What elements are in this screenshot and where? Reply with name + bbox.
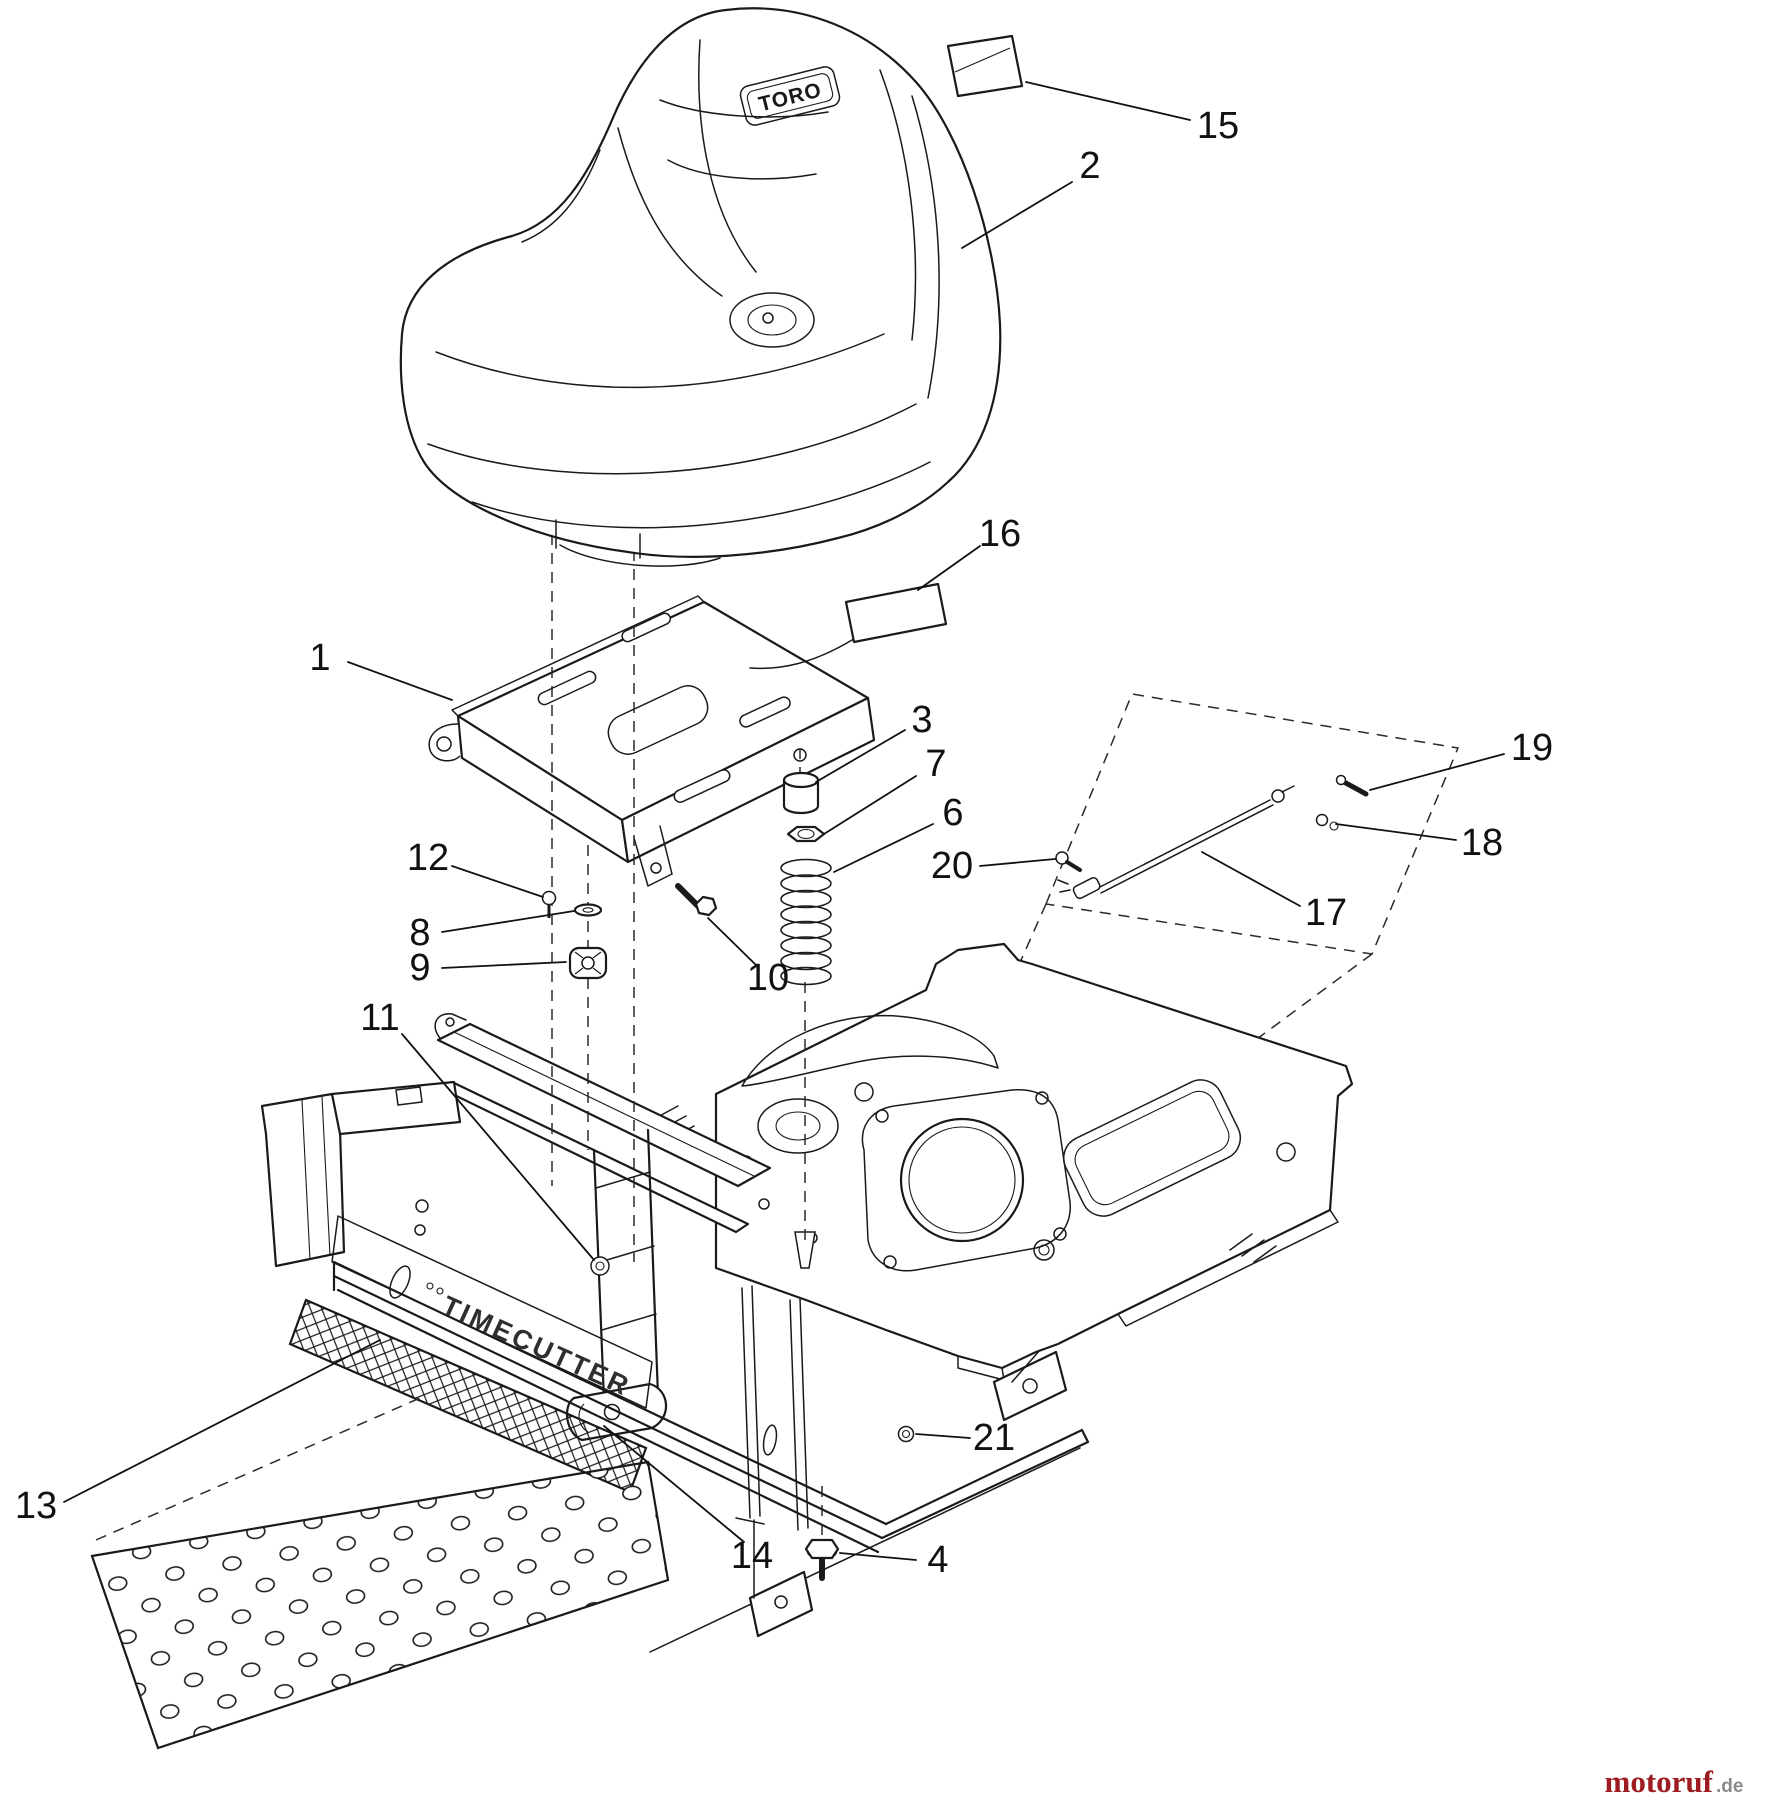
callout-14: 14 xyxy=(731,1535,773,1577)
seat-seams xyxy=(427,39,940,567)
watermark: motoruf .de xyxy=(1605,1764,1744,1799)
leader-6 xyxy=(833,823,934,873)
frame-hump xyxy=(741,1014,999,1087)
callout-1: 1 xyxy=(309,637,330,679)
callout-19: 19 xyxy=(1511,727,1553,769)
leader-8 xyxy=(441,910,575,933)
callout-8: 8 xyxy=(409,912,430,954)
leader-16 xyxy=(917,545,981,591)
plate-tab xyxy=(428,723,461,762)
leader-19 xyxy=(1369,753,1505,791)
washer-21 xyxy=(897,1425,915,1443)
leader-15 xyxy=(1025,81,1191,121)
callout-16: 16 xyxy=(979,513,1021,555)
leader-14 xyxy=(603,1425,745,1543)
alignment-dashed-lines xyxy=(551,534,823,1540)
watermark-tld: .de xyxy=(1716,1776,1743,1797)
leader-11 xyxy=(401,1033,595,1261)
leader-2 xyxy=(961,181,1073,249)
callout-10: 10 xyxy=(747,957,789,999)
cable-assembly xyxy=(1055,774,1369,900)
callout-9: 9 xyxy=(409,947,430,989)
cable-bolt xyxy=(1055,851,1082,872)
cotter-clip xyxy=(1315,813,1339,831)
wing-knob xyxy=(568,946,608,980)
leader-4 xyxy=(839,1552,917,1561)
callout-15: 15 xyxy=(1197,105,1239,147)
seat: TORO xyxy=(399,7,1002,567)
seat-plate xyxy=(428,595,876,887)
spring-seat-cone xyxy=(794,1231,816,1269)
callout-20: 20 xyxy=(931,845,973,887)
hex-bolt xyxy=(804,1538,840,1581)
leader-17 xyxy=(1201,851,1301,907)
cable-eyelet xyxy=(1271,789,1285,803)
leader-1 xyxy=(347,661,453,701)
leader-20 xyxy=(979,858,1056,867)
frame-deck xyxy=(714,942,1354,1370)
leader-9 xyxy=(441,961,567,969)
side-panel xyxy=(331,1215,653,1409)
seat-spring xyxy=(780,858,832,986)
spacer-bushing xyxy=(782,771,820,815)
callout-numbers: 1 2 3 4 6 7 8 9 10 11 12 13 14 15 16 17 … xyxy=(15,105,1553,1581)
floor-pan xyxy=(90,1397,670,1750)
frame-assembly xyxy=(260,942,1354,1653)
callout-3: 3 xyxy=(911,699,932,741)
pivot-hole xyxy=(590,1256,610,1276)
callout-4: 4 xyxy=(927,1539,948,1581)
callout-12: 12 xyxy=(407,837,449,879)
leader-lines xyxy=(63,81,1505,1561)
callout-13: 13 xyxy=(15,1485,57,1527)
lower-rails xyxy=(332,1260,888,1554)
deck-opening xyxy=(1062,1079,1242,1217)
leader-12 xyxy=(451,865,544,898)
callout-17: 17 xyxy=(1305,892,1347,934)
seat-pivot-cup xyxy=(729,292,815,348)
seat-shell xyxy=(399,7,1002,558)
leader-21 xyxy=(915,1433,971,1439)
callout-7: 7 xyxy=(925,743,946,785)
watermark-brand: motoruf xyxy=(1605,1764,1714,1799)
engine-opening xyxy=(899,1117,1025,1243)
callout-6: 6 xyxy=(942,792,963,834)
leader-13 xyxy=(63,1339,381,1503)
leader-10 xyxy=(707,917,758,967)
carriage-bolt xyxy=(675,883,718,917)
callout-2: 2 xyxy=(1079,145,1100,187)
callout-11: 11 xyxy=(360,997,399,1039)
cable xyxy=(1097,799,1274,894)
decal-16 xyxy=(749,582,948,670)
washer-8 xyxy=(573,903,603,917)
callout-18: 18 xyxy=(1461,822,1503,864)
clevis-pin xyxy=(1335,774,1369,797)
leader-3 xyxy=(815,729,906,783)
leader-18 xyxy=(1335,823,1457,841)
flange-nut xyxy=(786,825,826,843)
decal-15 xyxy=(946,34,1024,98)
leader-7 xyxy=(823,775,917,835)
callout-21: 21 xyxy=(973,1417,1015,1459)
